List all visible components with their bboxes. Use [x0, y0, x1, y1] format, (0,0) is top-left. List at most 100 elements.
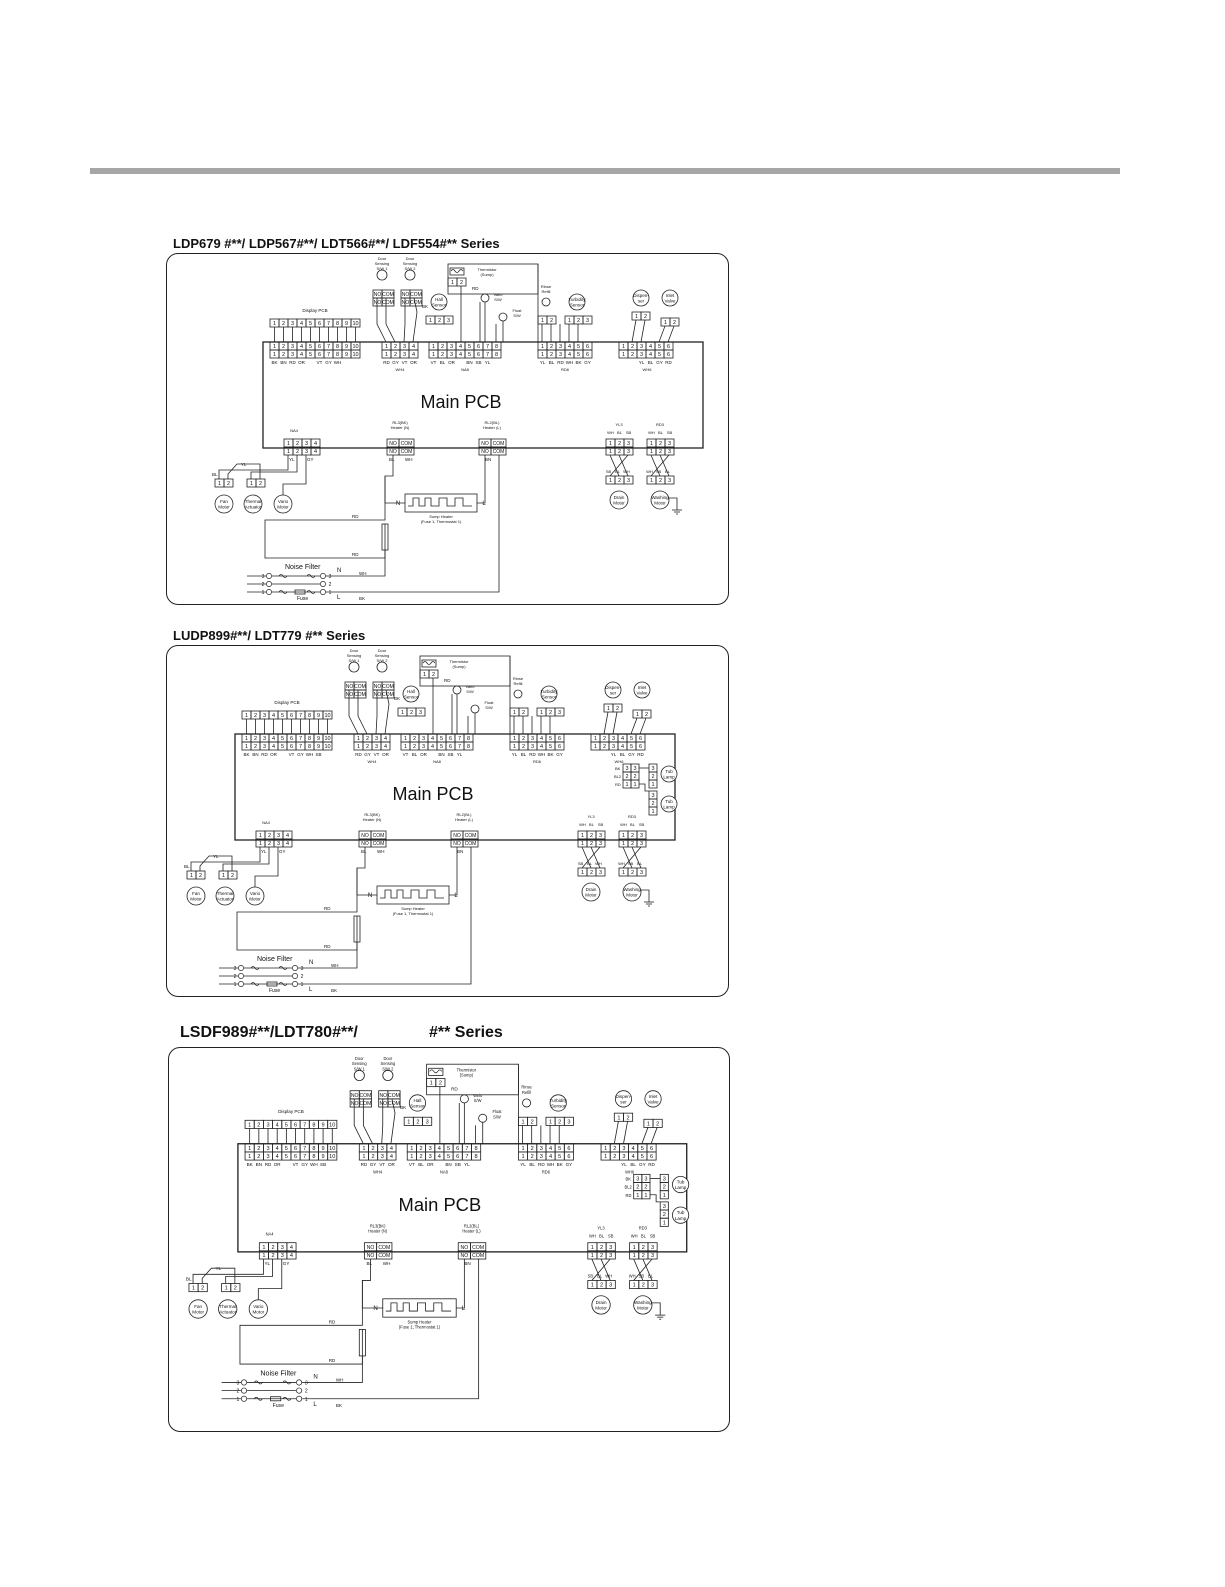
- pin-number: 1: [513, 710, 516, 716]
- main-pcb-label: Main PCB: [399, 1194, 482, 1215]
- pin-number: 3: [651, 1253, 654, 1259]
- wire: [658, 325, 666, 343]
- pin-number: 2: [618, 449, 621, 455]
- pin-number: 2: [577, 318, 580, 324]
- pin-number: 2: [531, 1146, 534, 1152]
- heater-l-wire: [456, 1259, 465, 1309]
- pin-number: 4: [431, 736, 434, 742]
- filter-terminal: [241, 1379, 248, 1386]
- heater-n-wire: [384, 455, 405, 504]
- pin-number: 3: [403, 344, 406, 350]
- pin-number: 1: [192, 1286, 195, 1292]
- wire-color-label: BN: [445, 1162, 451, 1167]
- tub-lamp-1-connector: 321: [659, 1173, 669, 1200]
- component-label: Lamp: [663, 805, 675, 810]
- wire-color-label: RD: [355, 752, 362, 757]
- pin-number: 1: [581, 833, 584, 839]
- bl2-label: BL2: [614, 774, 622, 779]
- wire: [376, 298, 387, 343]
- pin-number: 3: [558, 710, 561, 716]
- wire-color-label: VT: [293, 1162, 299, 1167]
- relay-com-label: COM: [472, 1245, 484, 1251]
- pin-number: 3: [266, 1122, 269, 1128]
- pin-number: 1: [248, 1122, 251, 1128]
- relay-no-label: NO: [351, 1101, 359, 1107]
- door-switch-2-icon: [376, 661, 388, 673]
- yl3-label: YL3: [587, 814, 595, 819]
- pin-number: 1: [245, 736, 248, 742]
- relay-no-label: NO: [402, 300, 410, 306]
- pin-number: 2: [441, 352, 444, 358]
- wh-mains-wire: [326, 550, 386, 577]
- pin-number: 7: [458, 744, 461, 750]
- terminal-number: 2: [305, 1389, 308, 1395]
- pin-number: 1: [651, 809, 654, 815]
- relay-com-label: COM: [493, 449, 505, 455]
- wire-color-label: YL: [241, 462, 247, 467]
- float-switch-icon: [498, 312, 508, 322]
- turbidity-sensor-icon: [540, 685, 558, 703]
- vario-switch-icon: [459, 1094, 469, 1104]
- thermistor-label: Thermistor: [477, 267, 497, 272]
- pin-number: 6: [290, 744, 293, 750]
- wh-mains-wire: [302, 1355, 363, 1383]
- component-label: Lamp: [675, 1185, 687, 1190]
- relay-com-label: COM: [410, 300, 422, 306]
- pin-number: 3: [668, 441, 671, 447]
- rd6-label: RD6: [561, 367, 570, 372]
- pin-cell: [659, 1190, 669, 1200]
- mains-n-letter: N: [313, 1373, 317, 1380]
- pin-number: 6: [567, 1154, 570, 1160]
- fuse-icon: [270, 1396, 282, 1402]
- float-switch-icon: [478, 1113, 488, 1123]
- tub-lamp-2-connector: 321: [659, 1201, 669, 1227]
- relay-com-label: COM: [465, 833, 477, 839]
- wire-color-label: BN: [438, 752, 444, 757]
- pin-number: 2: [372, 1154, 375, 1160]
- dispenser-icon: [614, 1090, 633, 1108]
- pin-number: 3: [263, 713, 266, 719]
- na8-label: NA8: [440, 1169, 449, 1174]
- wire-color-label: SB: [608, 1234, 614, 1239]
- pin-number: 3: [263, 736, 266, 742]
- wh6-label: WH6: [625, 1169, 635, 1174]
- component-label: Motor: [613, 501, 625, 506]
- wire-color-label: RD: [648, 1162, 655, 1167]
- wire-color-label: BK: [557, 1162, 563, 1167]
- relay-cell: [398, 446, 415, 456]
- relay-no-label: NO: [374, 292, 382, 298]
- pin-number: 10: [324, 736, 330, 742]
- rd3-label: RD3: [656, 422, 665, 427]
- pin-number: 2: [603, 744, 606, 750]
- pin-cell: [652, 1118, 663, 1128]
- pin-number: 1: [591, 1253, 594, 1259]
- heater-n-letter: N: [373, 1305, 377, 1312]
- sump-heater-label: (Fuse 1, Thermostat 1): [421, 519, 462, 524]
- pin-number: 4: [290, 1245, 293, 1251]
- relay-no-label: NO: [361, 841, 369, 847]
- vario-switch-icon: [480, 293, 490, 303]
- relay-com-label: COM: [354, 684, 366, 690]
- wire-color-label: YL: [611, 752, 617, 757]
- pin-number: 4: [314, 449, 317, 455]
- wire: [631, 846, 642, 869]
- wire-color-label: WH: [646, 469, 653, 474]
- float-switch-icon: [470, 704, 480, 714]
- wire: [353, 1098, 364, 1144]
- rl3-label: RL3(BK): [370, 1223, 386, 1228]
- wire-color-label: BL: [658, 430, 664, 435]
- wire: [201, 1267, 236, 1284]
- pin-cell: [408, 349, 419, 359]
- door-sw1-label: Sensing: [352, 1061, 367, 1066]
- tub-lamp-2-icon: [660, 795, 678, 813]
- pin-number: 4: [276, 1122, 279, 1128]
- wire-color-label: YL: [261, 849, 267, 854]
- wire: [282, 455, 307, 495]
- pin-number: 9: [322, 1122, 325, 1128]
- pin-number: 2: [631, 870, 634, 876]
